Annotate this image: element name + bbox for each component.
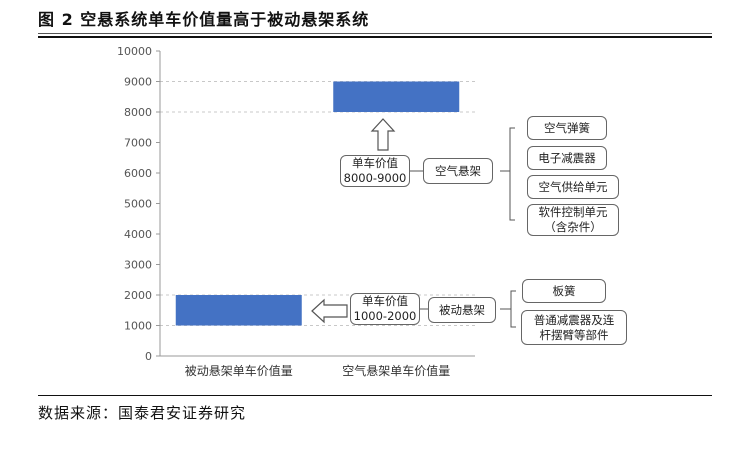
y-tick-label: 10000 [117, 45, 152, 58]
left-arrow-icon [311, 298, 348, 324]
passive-component-label: 板簧 [552, 283, 576, 298]
passive-component-box: 普通减震器及连 杆摆臂等部件 [521, 310, 627, 345]
passive-system-box: 被动悬架 [428, 297, 496, 323]
passive-component-box: 板簧 [522, 279, 606, 303]
bracket-icon [510, 290, 516, 328]
y-tick-label: 8000 [124, 106, 152, 119]
y-tick-label: 0 [145, 350, 152, 363]
air-value-label-box: 单车价值 8000-9000 [340, 155, 410, 187]
air-component-label: 空气供给单元 [538, 179, 608, 194]
y-tick-label: 7000 [124, 137, 152, 150]
air-value-label-line2: 8000-9000 [343, 171, 407, 185]
bracket-icon [509, 127, 515, 221]
range-bar [333, 81, 460, 112]
source-rule [38, 395, 712, 396]
up-arrow-icon [370, 118, 396, 151]
y-tick-label: 6000 [124, 167, 152, 180]
air-system-label: 空气悬架 [435, 163, 481, 178]
title-rule [38, 36, 712, 38]
y-tick-label: 3000 [124, 259, 152, 272]
passive-value-label-line1: 单车价值 [362, 294, 408, 308]
air-component-label: 空气弹簧 [544, 120, 590, 135]
air-value-label-line1: 单车价值 [352, 156, 398, 170]
air-component-label: 电子减震器 [538, 150, 596, 165]
air-component-box: 软件控制单元 （含杂件） [527, 204, 619, 236]
passive-component-label: 普通减震器及连 杆摆臂等部件 [533, 312, 615, 342]
x-category-label: 被动悬架单车价值量 [185, 363, 293, 378]
source-note: 数据来源：国泰君安证券研究 [38, 404, 247, 422]
range-bar [175, 295, 302, 326]
air-component-box: 空气供给单元 [527, 175, 619, 199]
y-tick-label: 5000 [124, 198, 152, 211]
figure-title: 图 2 空悬系统单车价值量高于被动悬架系统 [38, 10, 370, 29]
y-tick-label: 9000 [124, 76, 152, 89]
air-component-label: 软件控制单元 （含杂件） [538, 205, 608, 234]
air-system-box: 空气悬架 [423, 158, 493, 184]
x-category-label: 空气悬架单车价值量 [342, 363, 450, 378]
y-tick-label: 4000 [124, 228, 152, 241]
passive-system-label: 被动悬架 [439, 302, 485, 317]
air-component-box: 电子减震器 [527, 146, 607, 170]
air-component-box: 空气弹簧 [527, 116, 607, 140]
y-tick-label: 2000 [124, 289, 152, 302]
title-rule-thin [38, 33, 712, 34]
passive-value-label-box: 单车价值 1000-2000 [350, 293, 420, 325]
passive-value-label-line2: 1000-2000 [353, 309, 417, 323]
y-tick-label: 1000 [124, 320, 152, 333]
